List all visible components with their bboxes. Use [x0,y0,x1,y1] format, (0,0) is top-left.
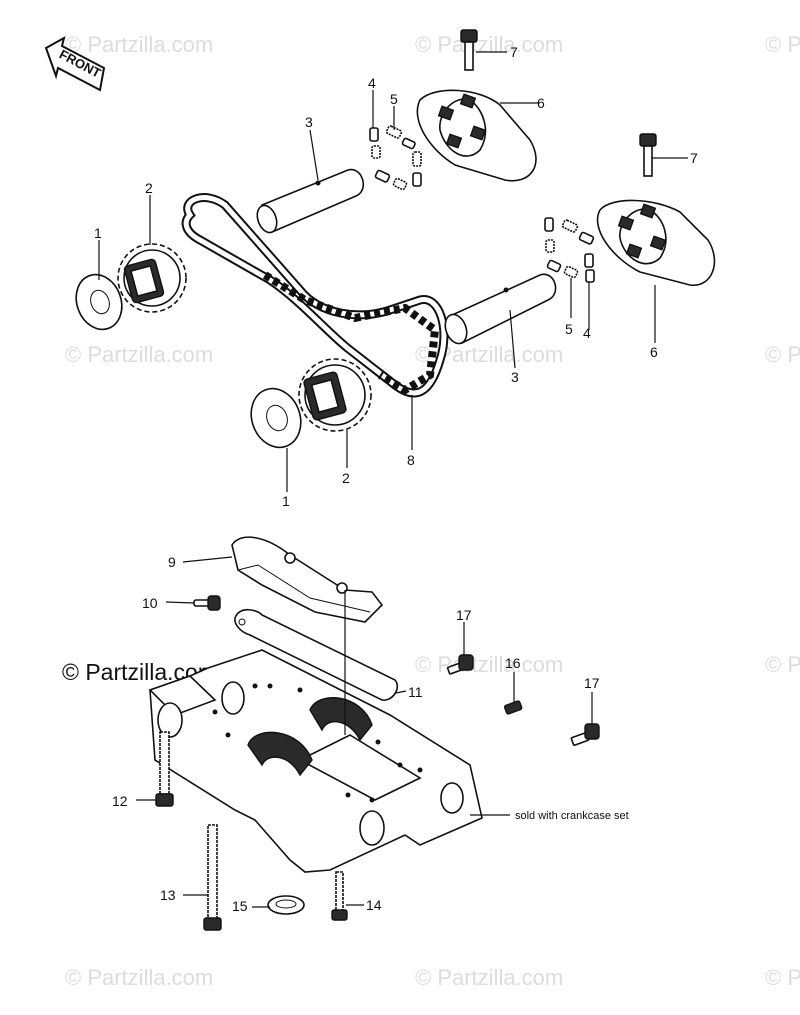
callout-7: 7 [690,150,698,166]
callout-4: 4 [368,75,376,91]
leader-lines [98,51,688,908]
callout-6: 6 [650,344,658,360]
stud-16 [503,700,523,715]
bolt-7-lower [639,133,657,177]
bolt-14 [331,871,348,921]
watermark: © Partzilla.com [765,32,800,57]
watermark-group: © Partzilla.com © Partzilla.com © Partzi… [65,32,800,990]
callout-8: 8 [407,452,415,468]
guide-plate-11 [234,608,399,701]
sprocket-2-left [117,243,187,313]
callout-3: 3 [511,369,519,385]
callout-15: 15 [232,898,248,914]
callout-4: 4 [583,325,591,341]
watermark: © Partzilla.com [415,32,563,57]
callout-3: 3 [305,114,313,130]
bolt-17-right [570,723,600,747]
cam-cap-6-upper [416,89,537,182]
callout-16: 16 [505,655,521,671]
watermark: © Partzilla.com [65,965,213,990]
oil-ring-15 [267,895,305,915]
callout-5: 5 [565,321,573,337]
watermark: © Partzilla.com [65,342,213,367]
pins-springs-upper [369,125,422,191]
callout-12: 12 [112,793,128,809]
pins-springs-lower [544,217,595,283]
callout-13: 13 [160,887,176,903]
callout-7: 7 [510,44,518,60]
bolt-17-left [446,654,474,675]
callout-2: 2 [342,470,350,486]
chain-8 [181,193,449,398]
crankcase-block [148,590,483,873]
shaft-3-upper [256,168,365,234]
watermark: © Partzilla.com [415,652,563,677]
washer-1-lower [250,387,302,449]
callout-14: 14 [366,897,382,913]
bolt-7-upper [460,29,478,71]
callout-9: 9 [168,554,176,570]
bolt-13 [203,824,222,931]
cam-cap-6-lower [596,199,716,286]
callout-1: 1 [94,225,102,241]
callout-2: 2 [145,180,153,196]
sprocket-2-lower [298,358,372,432]
watermark: © Partzilla.com [765,652,800,677]
shaft-3-lower [444,273,557,345]
callout-6: 6 [537,95,545,111]
callout-5: 5 [390,91,398,107]
callout-1: 1 [282,493,290,509]
bolt-10 [193,595,221,611]
watermark: © Partzilla.com [765,342,800,367]
chain-guide-9 [231,536,384,623]
callout-17: 17 [584,675,600,691]
callout-17: 17 [456,607,472,623]
watermark: © Partzilla.com [65,32,213,57]
callout-10: 10 [142,595,158,611]
callout-labels: 1 2 3 4 5 6 7 7 8 2 1 3 5 4 6 9 10 11 12… [94,44,698,914]
watermark: © Partzilla.com [765,965,800,990]
crankcase-note: sold with crankcase set [515,810,629,822]
callout-11: 11 [408,684,423,700]
washer-1-left [75,273,123,331]
watermark: © Partzilla.com [415,965,563,990]
